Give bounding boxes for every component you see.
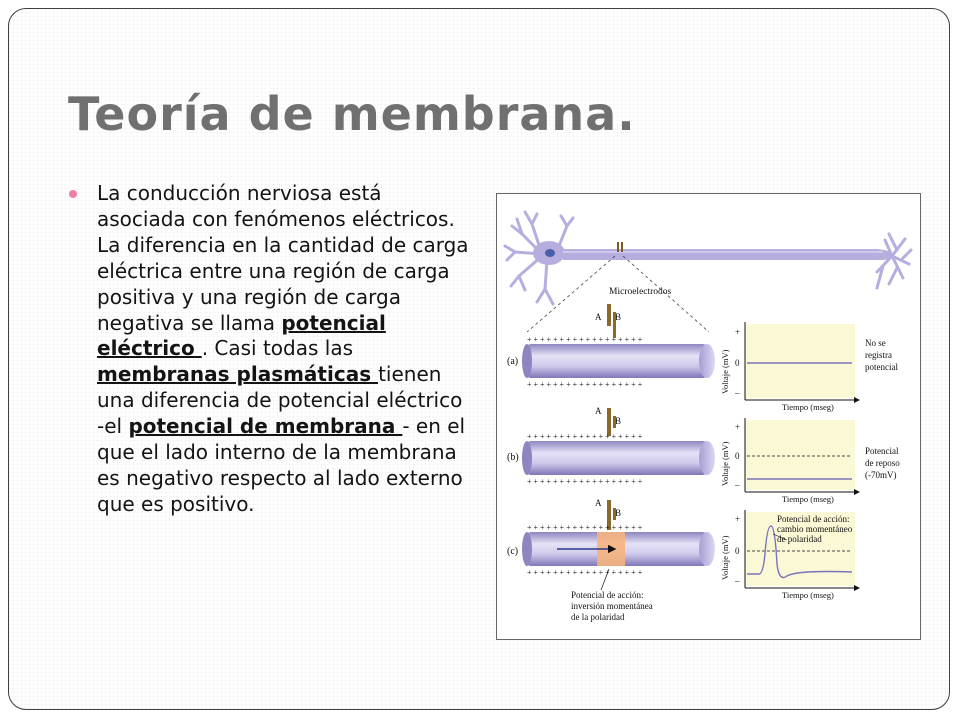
electrode-a-label: A [595,312,602,322]
panel-a-axis-zero: 0 [735,358,740,368]
panel-a-charges-bottom: + + + + + + + + + + + + + + + + + + [527,380,643,389]
panel-b-charges-bottom: + + + + + + + + + + + + + + + + + + [527,477,643,486]
panel-c: (c) A B + + + + + + + + + + + + + + + + … [507,498,860,622]
paragraph-part-2: . Casi todas las [201,336,353,361]
title-text: Teoría de membrana [68,87,618,141]
highlight-potencial-electrico: potencial eléctrico [97,310,386,361]
paragraph-part-4: - en el que el lado interno de la membra… [97,414,466,516]
bullet-paragraph: La conducción nerviosa está asociada con… [69,181,471,518]
zoom-lines [526,255,710,333]
panel-c-axis-plus: + [735,514,740,524]
panel-b-note-2: de reposo [865,458,900,468]
panel-a-axis-minus: – [734,388,740,398]
panel-a-label: (a) [507,356,518,367]
panel-b: (b) A B + + + + + + + + + + + + + + + + … [507,406,900,504]
panel-b-note-1: Potencial [865,446,899,456]
neuron-drawing [503,210,913,306]
paragraph-part-3: tienen una diferencia de potencial eléct… [97,362,463,439]
slide: Teoría de membrana. La conducción nervio… [8,8,950,710]
electrode-b-label-c: B [615,508,621,518]
panel-c-axis-zero: 0 [735,546,740,556]
panel-c-bottom-note-3: de la polaridad [571,612,625,622]
paragraph-part-1: La conducción nerviosa está asociada con… [97,181,469,335]
panel-b-charges-top: + + + + + + + + + + + + + + + + + + [527,432,643,441]
panel-a: (a) A B + + + + + + + + + + + + + + + + … [507,304,898,412]
panel-a-ylabel: Voltaje (mV) [720,349,730,394]
title-dot: . [617,87,636,141]
panel-c-label: (c) [507,546,518,557]
slide-title: Teoría de membrana. [68,87,636,141]
highlight-membranas-plasmaticas: membranas plasmáticas [97,362,379,387]
panel-c-ylabel: Voltaje (mV) [720,535,730,580]
neuron-electrodes [617,242,623,252]
panel-b-axis-plus: + [735,422,740,432]
panel-c-charges-bottom: + + + + + + + + + + + + + + + + + + [527,568,643,577]
panel-c-axis-minus: – [734,576,740,586]
panel-c-charges-top: + + + + + + + + + + + + + + + + + + [527,523,643,532]
panel-b-label: (b) [507,452,519,463]
electrode-b-label: B [615,312,621,322]
panel-b-axis-minus: – [734,480,740,490]
panel-c-note-2: cambio momentáneo [777,524,853,534]
panel-a-xlabel: Tiempo (mseg) [782,402,834,412]
bullet-dot-icon [69,190,77,198]
panel-b-note-3: (-70mV) [865,470,897,480]
highlight-potencial-de-membrana: potencial de membrana [128,414,403,439]
membrane-potential-figure: Microelectrodos (a) A B + + + + + + + + … [496,193,921,640]
panel-a-charges-top: + + + + + + + + + + + + + + + + + + [527,335,643,344]
electrode-b-label-b: B [615,416,621,426]
panel-c-bottom-note-2: inversión momentánea [571,601,653,611]
panel-b-axis-zero: 0 [735,451,740,461]
panel-a-note-2: registra [865,350,892,360]
figure-svg: Microelectrodos (a) A B + + + + + + + + … [503,210,913,622]
panel-c-note-3: de polaridad [777,534,822,544]
electrode-a-label-b: A [595,406,602,416]
panel-b-ylabel: Voltaje (mV) [720,441,730,486]
panel-c-note-1: Potencial de acción: [777,514,849,524]
panel-a-note-3: potencial [865,362,898,372]
panel-a-axis-plus: + [735,327,740,337]
panel-b-xlabel: Tiempo (mseg) [782,494,834,504]
panel-c-bottom-note-1: Potencial de acción: [571,590,643,600]
panel-a-note-1: No se [865,338,886,348]
panel-c-xlabel: Tiempo (mseg) [782,590,834,600]
microelectrodes-label: Microelectrodos [609,287,672,297]
paragraph-text: La conducción nerviosa está asociada con… [97,181,471,518]
electrode-a-label-c: A [595,498,602,508]
